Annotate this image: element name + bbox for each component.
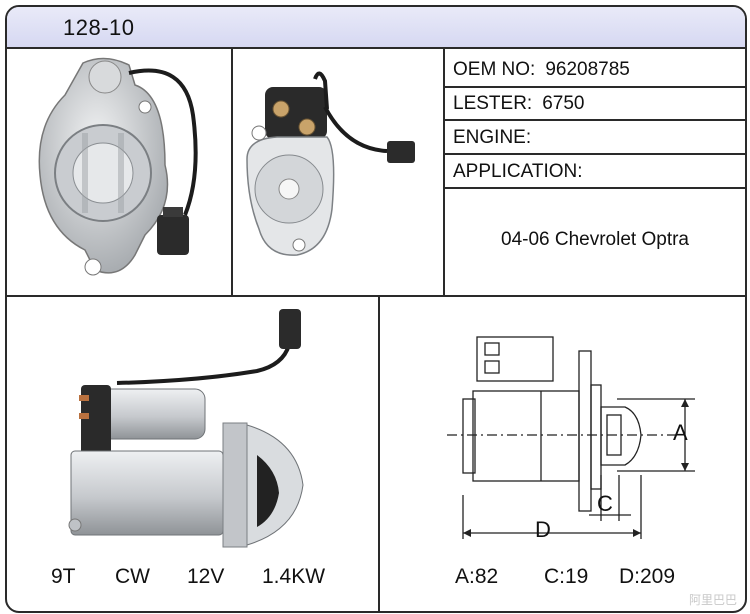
lester-value: 6750 <box>542 93 585 114</box>
divider-v-top-2 <box>443 47 445 295</box>
engine-label: ENGINE: <box>453 127 532 148</box>
spec-power: 1.4KW <box>262 565 326 588</box>
drawing-label-c: C <box>597 491 613 516</box>
application-label: APPLICATION: <box>453 161 583 182</box>
divider-h-mid <box>7 295 745 297</box>
application-row: APPLICATION: <box>453 161 593 183</box>
divider-info-1 <box>443 86 745 88</box>
drawing-label-d: D <box>535 517 551 542</box>
oem-label: OEM NO: <box>453 59 536 80</box>
starter-side-photo <box>68 309 304 548</box>
starter-rear-photo <box>246 71 415 256</box>
watermark: 阿里巴巴 <box>688 593 737 607</box>
starter-front-photo <box>38 57 198 276</box>
divider-info-4 <box>443 187 745 189</box>
oem-value: 96208785 <box>545 59 630 80</box>
divider-info-2 <box>443 119 745 121</box>
spec-teeth: 9T <box>51 565 76 588</box>
lester-label: LESTER: <box>453 93 533 114</box>
application-value: 04-06 Chevrolet Optra <box>501 229 689 250</box>
divider-v-top-1 <box>231 47 233 295</box>
drawing-label-a: A <box>673 420 688 445</box>
engine-row: ENGINE: <box>453 127 541 149</box>
spec-rotation: CW <box>115 565 150 588</box>
title-bar: 128-10 <box>7 7 745 49</box>
divider-info-3 <box>443 153 745 155</box>
oem-row: OEM NO: 96208785 <box>453 59 630 81</box>
dimension-d: D:209 <box>619 565 676 588</box>
dimension-c: C:19 <box>544 565 589 588</box>
part-number: 128-10 <box>63 15 135 40</box>
spec-voltage: 12V <box>187 565 225 588</box>
product-sheet: 128-10 OEM NO: 96208785 LESTER: 6750 ENGIN… <box>5 5 747 613</box>
dimension-drawing <box>447 336 695 539</box>
dimension-a: A:82 <box>455 565 499 588</box>
divider-v-bottom <box>378 295 380 611</box>
lester-row: LESTER: 6750 <box>453 93 584 115</box>
